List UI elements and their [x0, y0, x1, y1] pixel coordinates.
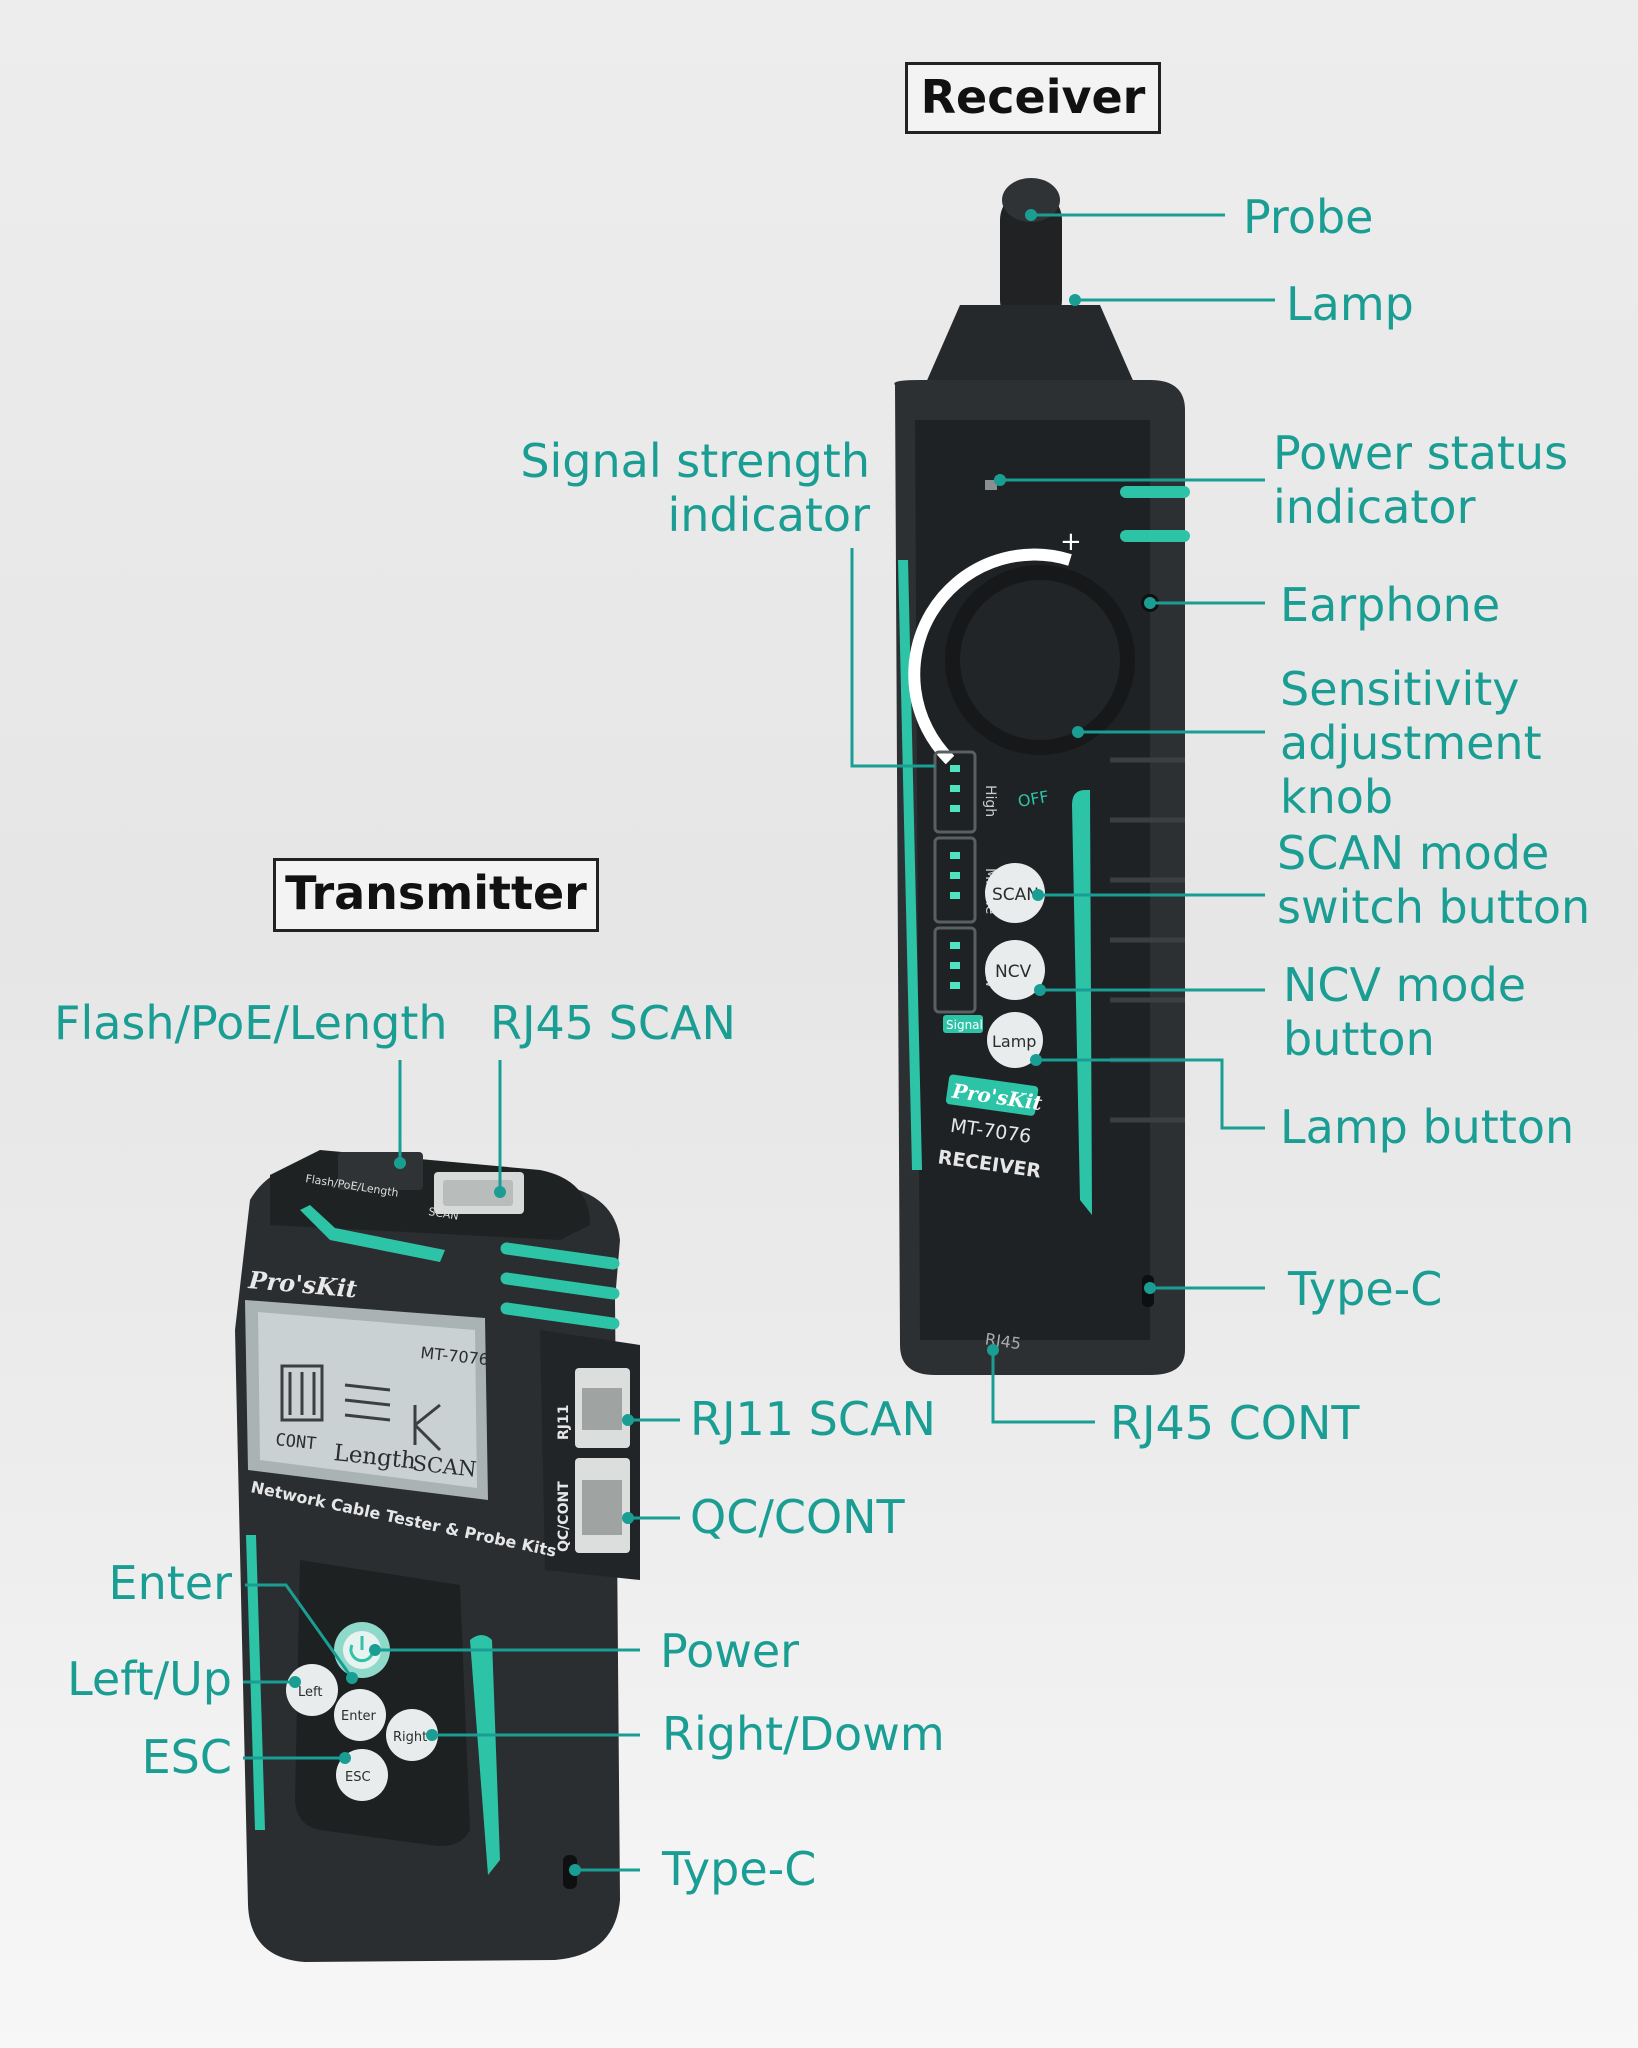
leader-lines [243, 213, 1275, 1872]
sensitivity-knob-label: Sensitivity adjustment knob [1280, 662, 1542, 824]
ncv-mode-label: NCV mode button [1283, 958, 1527, 1066]
rj11-scan-label: RJ11 SCAN [690, 1392, 936, 1446]
lcd-cont-text: CONT [274, 1430, 317, 1454]
flash-poe-length-label: Flash/PoE/Length [54, 996, 448, 1050]
scan-button-label: SCAN [992, 885, 1039, 905]
lamp-button-label: Lamp button [1280, 1100, 1575, 1154]
esc-label: ESC [141, 1730, 232, 1784]
port-top-right-text: SCAN [428, 1205, 460, 1223]
right-down-label: Right/Dowm [662, 1707, 945, 1761]
port-qc-text: QC/CONT [556, 1481, 572, 1552]
probe-label: Probe [1243, 190, 1374, 244]
transmitter-device: Flash/PoE/Length SCAN RJ11 QC/CONT Pro's… [235, 1150, 640, 1962]
scan-mode-label: SCAN mode switch button [1277, 826, 1591, 934]
transmitter-enter-button[interactable]: Enter [334, 1689, 386, 1741]
left-up-label: Left/Up [67, 1652, 232, 1706]
leader-dots [289, 209, 1156, 1876]
receiver-device: + OFF High Middle Low Signal SCAN NCV L [894, 178, 1190, 1375]
lamp-button[interactable]: Lamp [987, 1012, 1043, 1068]
receiver-heading: Receiver [905, 62, 1161, 134]
transmitter-left-button[interactable]: Left [286, 1664, 338, 1716]
esc-button-label: ESC [345, 1770, 371, 1785]
left-button-label: Left [298, 1685, 322, 1700]
knob-plus-text: + [1060, 527, 1082, 557]
lamp-button-label: Lamp [992, 1032, 1036, 1051]
lamp-label: Lamp [1286, 277, 1414, 331]
power-label: Power [660, 1624, 800, 1678]
earphone-label: Earphone [1280, 578, 1501, 632]
scan-mode-button[interactable]: SCAN [985, 863, 1045, 923]
ncv-mode-button[interactable]: NCV [985, 940, 1045, 1000]
transmitter-heading: Transmitter [273, 858, 599, 932]
receiver-type-c-label: Type-C [1288, 1262, 1443, 1316]
signal-strength-label: Signal strength indicator [520, 434, 870, 542]
port-rj11-text: RJ11 [556, 1405, 572, 1440]
right-button-label: Right [393, 1730, 427, 1745]
signal-high-text: High [982, 785, 998, 817]
transmitter-right-button[interactable]: Right [386, 1709, 438, 1761]
ncv-button-label: NCV [995, 962, 1032, 982]
power-status-label: Power status indicator [1273, 426, 1569, 534]
rj45-cont-label: RJ45 CONT [1110, 1396, 1360, 1450]
signal-caption-text: Signal [946, 1018, 983, 1032]
rj45-scan-label: RJ45 SCAN [490, 996, 736, 1050]
qc-cont-label: QC/CONT [690, 1490, 905, 1544]
enter-label: Enter [108, 1556, 232, 1610]
enter-button-label: Enter [341, 1709, 377, 1724]
transmitter-type-c-label: Type-C [662, 1842, 817, 1896]
